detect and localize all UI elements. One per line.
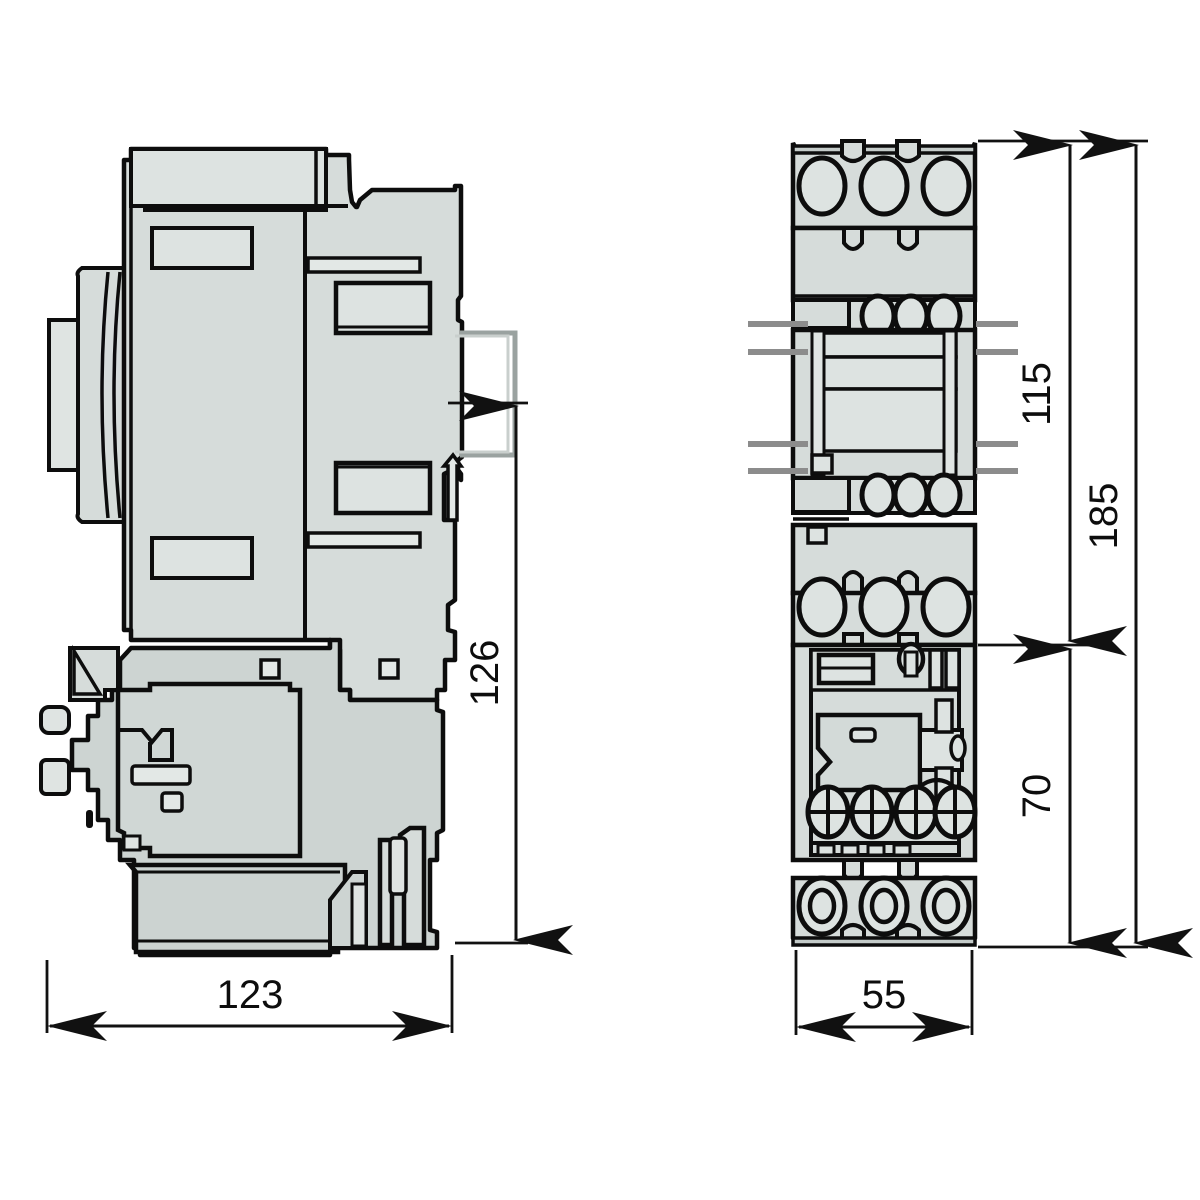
dim-185-label: 185 <box>1082 483 1126 550</box>
side-view-group <box>39 146 518 958</box>
front-overload-screw-terminals <box>805 784 978 840</box>
side-overload-body-panel <box>115 681 303 859</box>
side-bottom-terminal-cover <box>125 862 348 955</box>
front-upper-nub-right <box>897 226 919 251</box>
side-face-curve-inner <box>100 271 110 519</box>
side-latch-wedge <box>440 452 465 522</box>
front-bottom-cap-strip <box>791 936 977 947</box>
front-bottom-hole-inner-3 <box>931 887 961 925</box>
front-top-cap-strip <box>791 144 977 155</box>
front-overload-foot-2 <box>840 843 860 857</box>
side-lower-thin-slot <box>306 531 422 549</box>
front-top-nub-right <box>895 139 921 163</box>
front-overload-faceplate <box>815 712 923 793</box>
side-left-tab <box>47 318 83 472</box>
side-adapter-fin-triangle <box>72 644 104 696</box>
front-middle-band-3 <box>812 387 958 453</box>
side-din-clip-rib <box>350 882 368 948</box>
side-din-clip-slot <box>388 836 408 896</box>
front-overload-slot-a <box>928 648 944 690</box>
front-middle-band-1 <box>812 331 958 359</box>
side-mount-hole-left <box>259 658 281 680</box>
side-adapter-nub-upper <box>39 705 71 735</box>
front-middle-rail-right <box>942 329 958 477</box>
front-overload-slot-b <box>944 648 961 690</box>
front-top-terminal-hole-2 <box>858 155 910 217</box>
front-overload-reset-stem <box>903 650 919 678</box>
front-aux-left-block-lower <box>791 476 851 514</box>
front-overload-foot-1 <box>816 843 836 857</box>
front-aux-hole-lower-1 <box>859 472 897 518</box>
side-view-dimensions: 126 123 <box>45 391 573 1041</box>
dim-115-label: 115 <box>1015 362 1059 426</box>
side-adapter-nub-lower <box>39 758 71 796</box>
front-overload-foot-4 <box>892 843 912 857</box>
side-lower-left-recess <box>150 536 254 580</box>
front-aux-hole-lower-2 <box>892 472 930 518</box>
front-overload-indicator-slot <box>849 727 877 743</box>
front-middle-rail-left <box>810 329 826 477</box>
side-bottom-left-tab <box>122 834 142 852</box>
front-section-marker-lines <box>748 321 1018 474</box>
front-lower-body-tab <box>806 525 828 545</box>
side-overload-slot <box>130 764 192 786</box>
side-upper-thin-slot <box>306 256 422 274</box>
dim-70-label: 70 <box>1015 774 1059 819</box>
front-top-terminal-hole-1 <box>796 155 848 217</box>
front-overload-foot-3 <box>866 843 886 857</box>
front-bottom-hole-inner-1 <box>807 887 837 925</box>
front-top-terminal-hole-3 <box>920 155 972 217</box>
front-lower-nub-left <box>842 570 864 595</box>
dim-123-label: 123 <box>217 973 284 1017</box>
front-middle-band-2 <box>812 355 958 391</box>
front-upper-contactor-body <box>790 225 978 303</box>
side-face-curve-outer <box>112 271 122 519</box>
front-aux-hole-lower-3 <box>925 472 963 518</box>
front-overload-right-pin-upper <box>934 698 954 734</box>
front-view-dimensions: 115 70 185 55 <box>794 130 1193 1042</box>
side-upper-left-recess <box>150 226 254 270</box>
side-top-cover <box>129 147 328 212</box>
front-view-group <box>748 139 1018 947</box>
front-bottom-hole-inner-2 <box>869 887 899 925</box>
front-power-hole-1 <box>796 576 848 638</box>
front-middle-small-tab <box>810 453 834 475</box>
front-top-nub-left <box>840 139 866 163</box>
front-overload-right-bump <box>949 734 967 762</box>
side-lower-terminal-window <box>333 460 433 516</box>
side-upper-terminal-window <box>333 280 433 336</box>
front-bottom-terminal-holes <box>796 875 972 937</box>
side-overload-pin-mark <box>86 810 93 828</box>
side-mount-hole-right <box>378 658 400 680</box>
front-upper-nub-left <box>842 226 864 251</box>
dim-55-label: 55 <box>862 973 907 1017</box>
side-overload-small-square <box>160 791 184 813</box>
dim-126-label: 126 <box>463 640 507 707</box>
side-overload-v-notch <box>118 728 174 762</box>
front-power-hole-2 <box>858 576 910 638</box>
front-power-hole-3 <box>920 576 972 638</box>
